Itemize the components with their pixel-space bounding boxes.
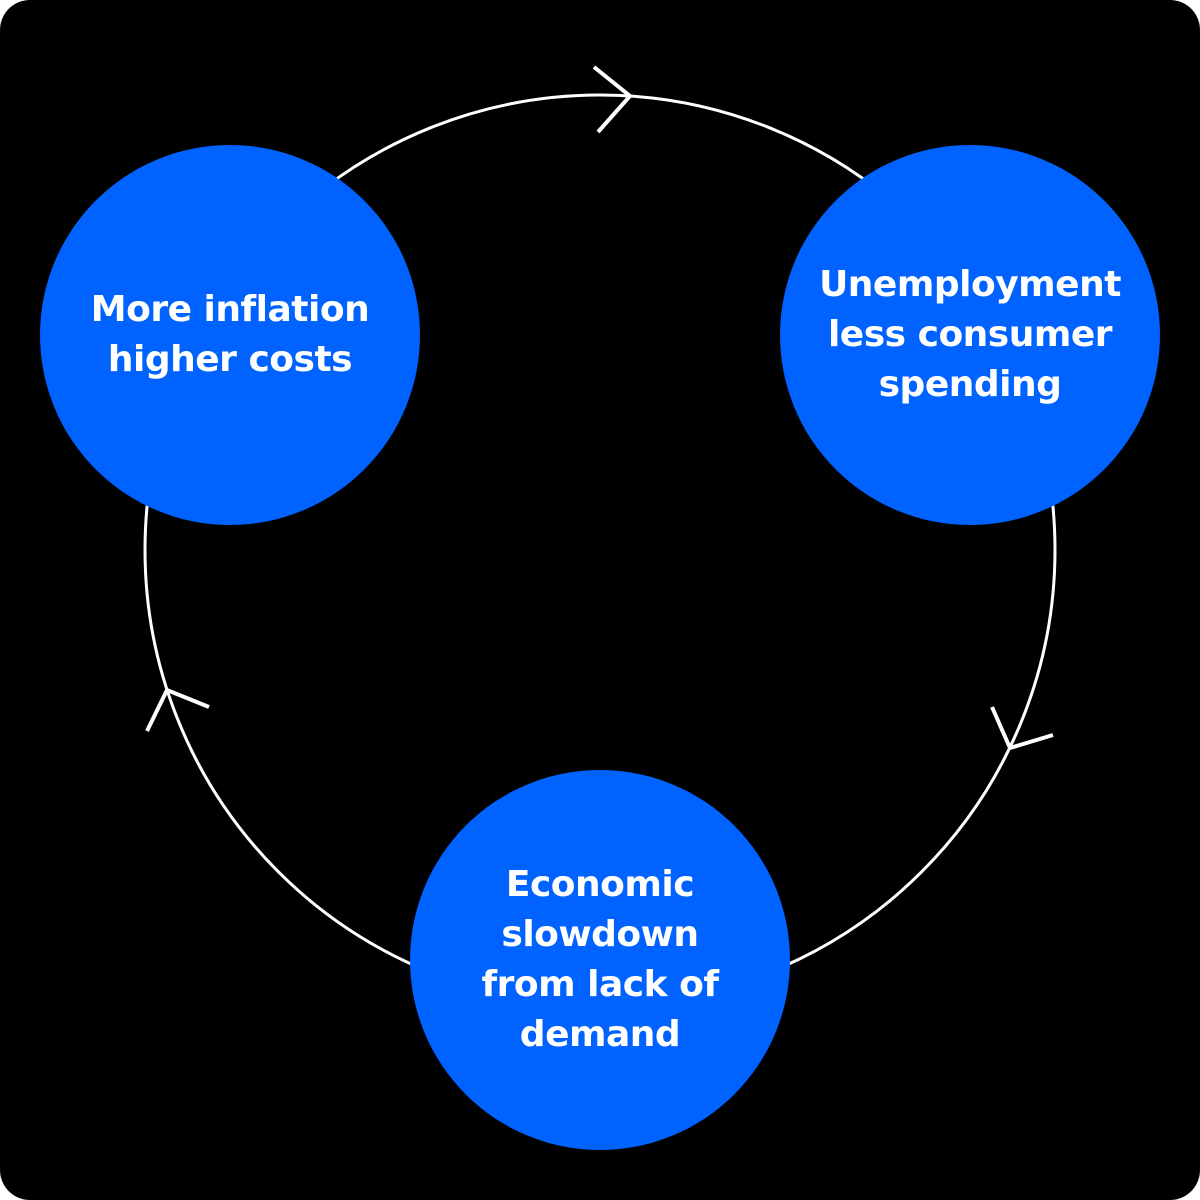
node-unemployment: Unemployment less consumer spending	[780, 145, 1160, 525]
node-inflation-label: More inflation higher costs	[90, 289, 370, 380]
cycle-arrow-top-icon	[592, 65, 633, 134]
cycle-arrow-left-icon	[145, 687, 210, 732]
node-inflation: More inflation higher costs	[40, 145, 420, 525]
node-economic-slowdown-label: Economic slowdown from lack of demand	[481, 864, 719, 1055]
cycle-arrow-right-icon	[990, 706, 1054, 751]
node-economic-slowdown: Economic slowdown from lack of demand	[410, 770, 790, 1150]
node-unemployment-label: Unemployment less consumer spending	[819, 264, 1121, 405]
